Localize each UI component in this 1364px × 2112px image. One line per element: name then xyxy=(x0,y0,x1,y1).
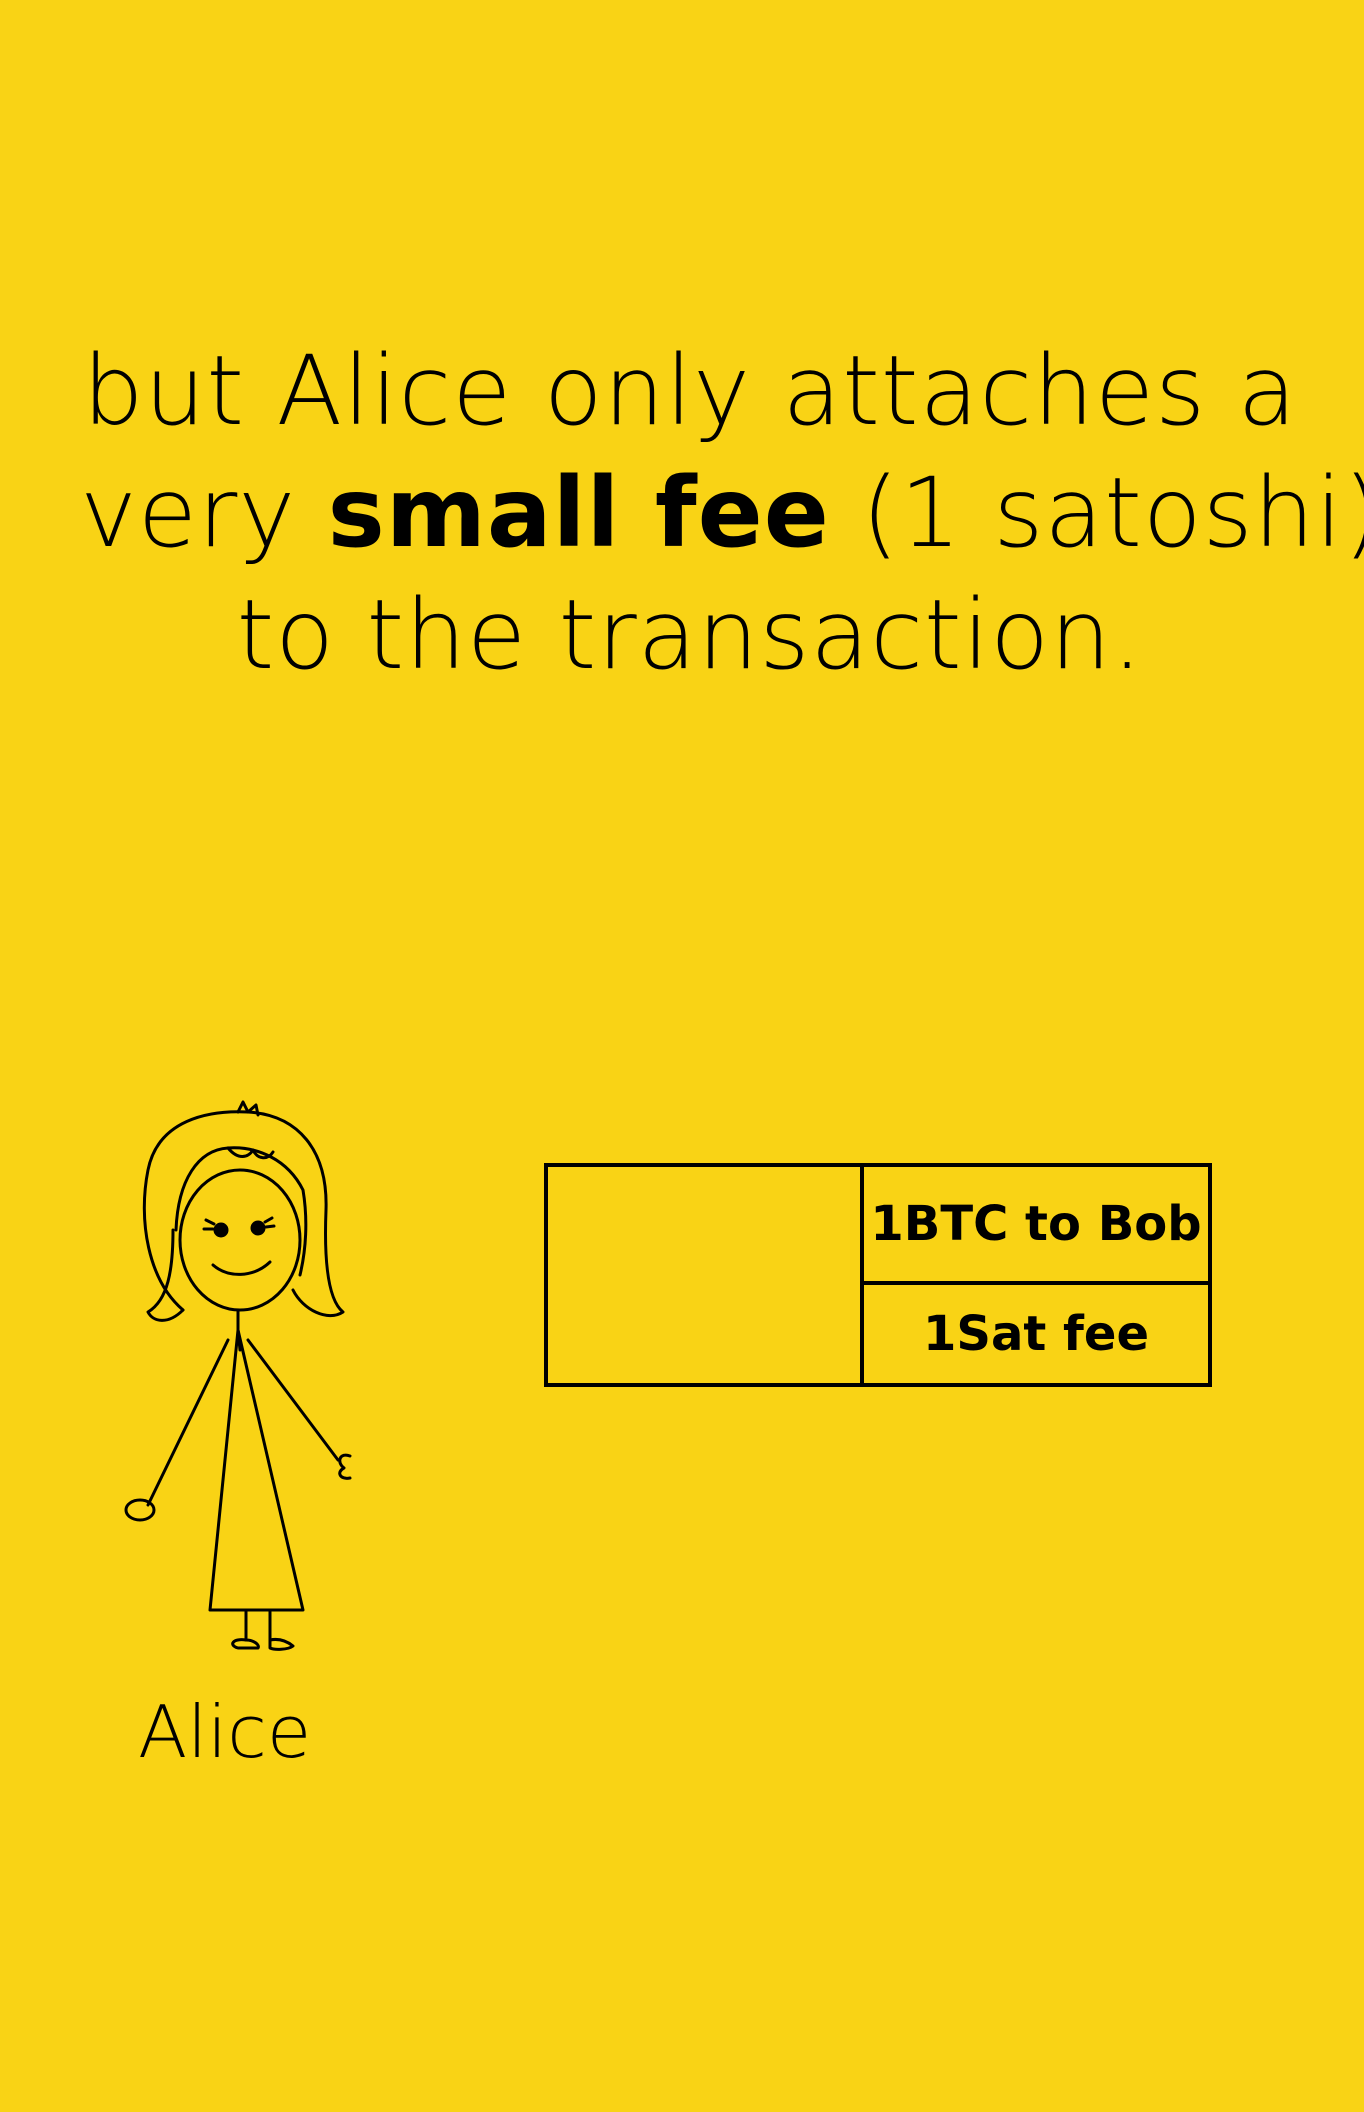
stick-figure-alice-icon xyxy=(88,1100,368,1680)
transaction-output-fee: 1Sat fee xyxy=(922,1306,1149,1362)
transaction-box: 1BTC to Bob 1Sat fee xyxy=(544,1163,1212,1387)
caption-line-2-start: very xyxy=(80,457,328,569)
caption: but Alice only attaches a very small fee… xyxy=(80,330,1364,696)
caption-line-2-end: (1 satoshi) xyxy=(829,457,1364,569)
caption-line-3: to the transaction. xyxy=(236,579,1144,691)
caption-emphasis: small fee xyxy=(327,457,830,569)
caption-line-2: very small fee (1 satoshi) xyxy=(80,452,1364,574)
transaction-inputs xyxy=(548,1167,864,1383)
transaction-outputs: 1BTC to Bob 1Sat fee xyxy=(864,1167,1208,1383)
caption-line-1: but Alice only attaches a xyxy=(82,335,1298,447)
figure-label: Alice xyxy=(138,1690,312,1774)
transaction-output-payment: 1BTC to Bob xyxy=(864,1167,1208,1285)
